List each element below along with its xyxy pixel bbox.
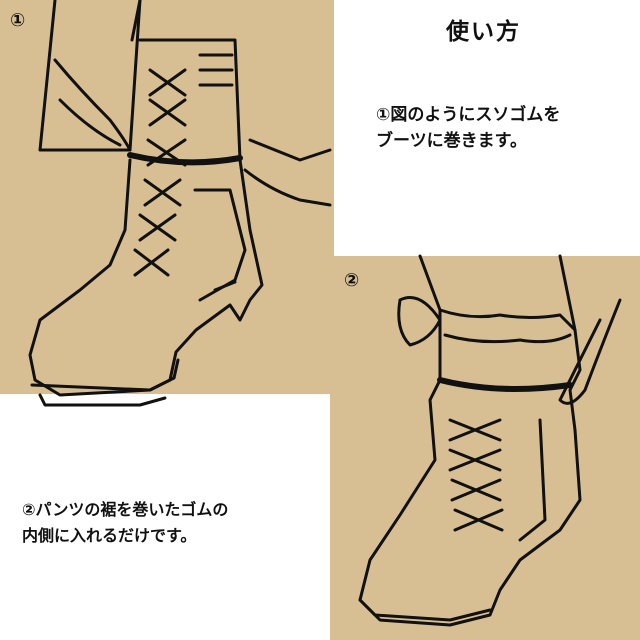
step1-boot-illustration <box>28 0 332 407</box>
step2-boot-illustration <box>358 254 622 627</box>
instructions-panel-bottom-left <box>0 394 330 640</box>
step2-text-line2: 内側に入れるだけです。 <box>22 526 197 545</box>
step1-marker: ① <box>10 10 26 31</box>
instructions-panel-top-right <box>334 0 640 256</box>
step2-marker: ② <box>344 270 360 291</box>
step2-text-line1: ②パンツの裾を巻いたゴムの <box>22 500 229 519</box>
step1-text-line1: ①図のようにスソゴムを <box>376 105 561 125</box>
page-title: 使い方 <box>446 19 521 45</box>
step1-text-line2: ブーツに巻きます。 <box>376 131 527 151</box>
